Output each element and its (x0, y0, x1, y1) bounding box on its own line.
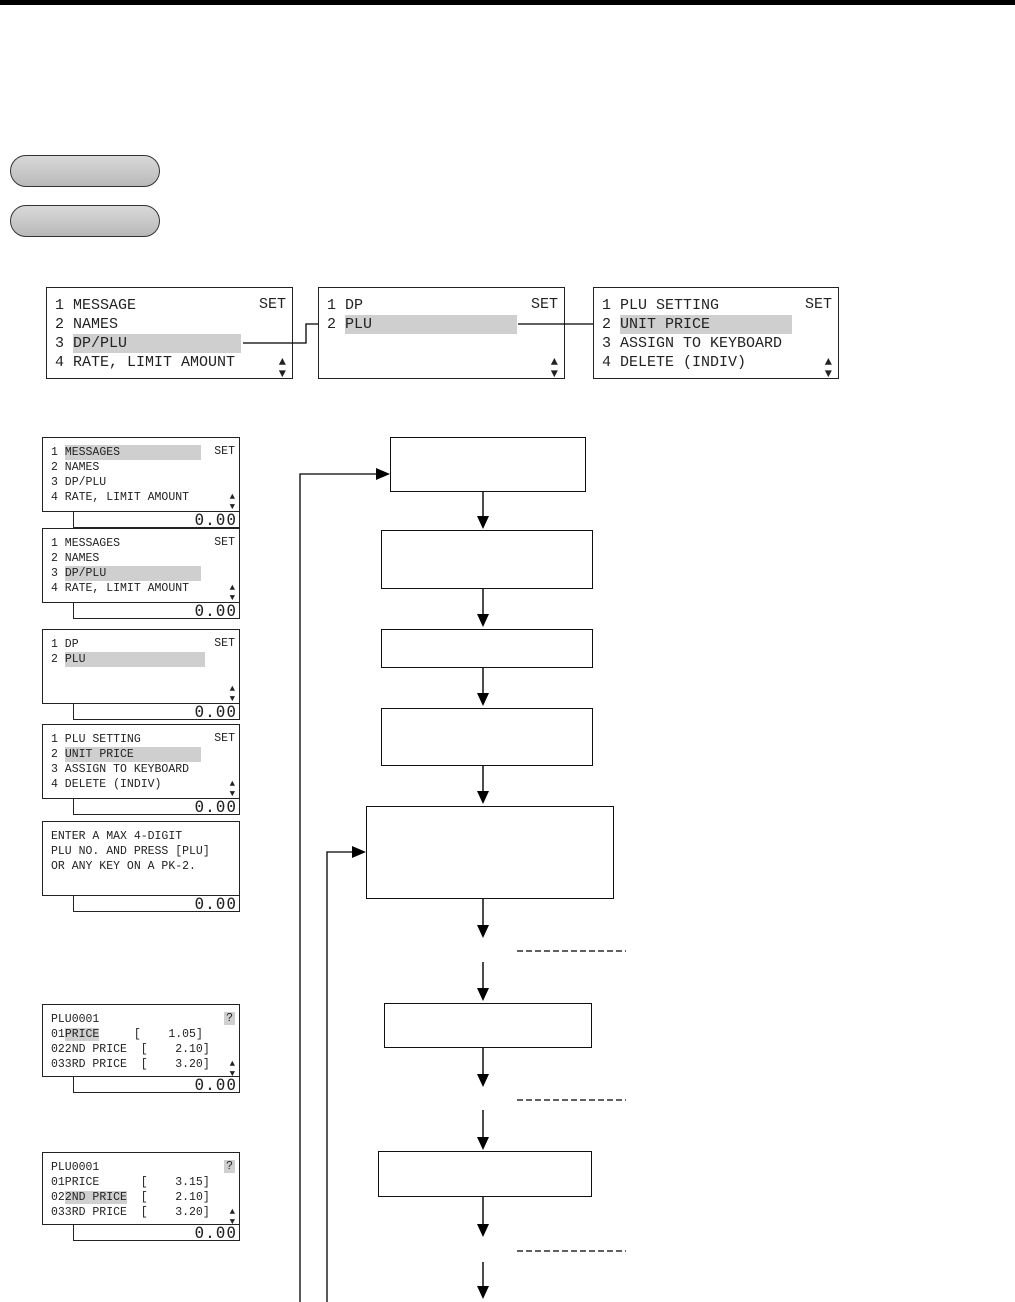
set-label: SET (214, 637, 235, 650)
up-down-arrow-icon: ▲▼ (229, 1207, 235, 1227)
lcd-amount-panel: 0.00 (73, 894, 240, 913)
flow-step-2 (381, 530, 593, 589)
lcd-line: 1 DP (51, 638, 79, 651)
lcd-line: 2 PLU (51, 652, 205, 667)
question-mark: ? (224, 1012, 235, 1025)
lcd-line: 033RD PRICE [ 3.20] (51, 1206, 210, 1219)
lcd-line: PLU NO. AND PRESS [PLU] (51, 845, 210, 858)
lcd-line: 2 NAMES (51, 552, 100, 565)
up-down-arrow-icon: ▲▼ (229, 779, 235, 799)
lcd-line: 1 PLU SETTING (51, 733, 141, 746)
lcd-screen-1: 1 MESSAGES 2 NAMES 3 DP/PLU 4 RATE, LIMI… (42, 437, 240, 512)
lcd-amount-panel: 0.00 (73, 510, 240, 529)
selected-item: PLU (345, 315, 518, 334)
up-down-arrow-icon: ▲▼ (229, 684, 235, 704)
lcd-line: 3 DP/PLU (51, 566, 201, 581)
lcd-line: OR ANY KEY ON A PK-2. (51, 860, 196, 873)
up-down-arrow-icon: ▲▼ (229, 583, 235, 603)
selected-item: MESSAGES (64, 445, 201, 460)
menu-line: 4 RATE, LIMIT AMOUNT (55, 354, 236, 371)
plu-menu-box: 1 PLU SETTING 2 UNIT PRICE 3 ASSIGN TO K… (593, 287, 839, 381)
prompt-mark: ? (224, 1160, 235, 1173)
selected-item: PRICE (64, 1028, 100, 1041)
selected-item: UNIT PRICE (64, 747, 201, 762)
menu-line: 1 MESSAGE (55, 297, 137, 314)
set-label: SET (214, 445, 235, 458)
lcd-line: 033RD PRICE [ 3.20] (51, 1058, 210, 1071)
lcd-amount-panel: 0.00 (73, 702, 240, 721)
up-down-arrow-icon: ▲▼ (824, 355, 832, 381)
lcd-line: PLU0001 (51, 1013, 100, 1026)
set-label: SET (804, 296, 832, 313)
flow-step-4 (381, 708, 593, 766)
lcd-line: 2 NAMES (51, 461, 100, 474)
up-down-arrow-icon: ▲▼ (278, 355, 286, 381)
lcd-screen-7: PLU0001 ? 01PRICE [ 3.15] 022ND PRICE [ … (42, 1152, 240, 1227)
lcd-line: 01PRICE [ 1.05] (51, 1028, 203, 1041)
procedure-key-pill (10, 205, 160, 237)
menu-line: 2 UNIT PRICE (602, 315, 793, 334)
up-down-arrow-icon: ▲▼ (550, 355, 558, 381)
lcd-line: 3 DP/PLU (51, 476, 107, 489)
selected-item: DP/PLU (64, 566, 201, 581)
set-label: SET (258, 296, 286, 313)
amount-display: 0.00 (194, 894, 237, 913)
amount-display: 0.00 (194, 702, 237, 721)
set-label: SET (530, 296, 558, 313)
flow-step-6 (384, 1003, 592, 1048)
lcd-line: ENTER A MAX 4-DIGIT (51, 830, 183, 843)
lcd-line: 3 ASSIGN TO KEYBOARD (51, 763, 190, 776)
flow-step-7 (378, 1151, 592, 1197)
lcd-line: 4 RATE, LIMIT AMOUNT (51, 491, 190, 504)
menu-line: 2 NAMES (55, 316, 119, 333)
flow-step-1 (390, 437, 586, 492)
selected-item: DP/PLU (73, 334, 242, 353)
lcd-screen-6: PLU0001 ? 01PRICE [ 1.05] 022ND PRICE [ … (42, 1004, 240, 1079)
up-down-arrow-icon: ▲▼ (229, 492, 235, 512)
question-mark: ? (224, 1160, 235, 1173)
amount-display: 0.00 (194, 797, 237, 816)
lcd-line: 2 UNIT PRICE (51, 747, 201, 762)
menu-line: 3 ASSIGN TO KEYBOARD (602, 335, 783, 352)
prompt-mark: ? (224, 1012, 235, 1025)
lcd-amount-panel: 0.00 (73, 601, 240, 620)
dp-plu-menu-box: 1 DP 2 PLU SET ▲▼ (318, 287, 565, 381)
flow-step-3 (381, 629, 593, 668)
menu-line: 1 DP (327, 297, 364, 314)
lcd-screen-3: 1 DP 2 PLU SET ▲▼ (42, 629, 240, 704)
lcd-line: 1 MESSAGES (51, 445, 201, 460)
amount-display: 0.00 (194, 510, 237, 529)
amount-display: 0.00 (194, 1223, 237, 1242)
selected-item: UNIT PRICE (620, 315, 793, 334)
lcd-screen-5: ENTER A MAX 4-DIGIT PLU NO. AND PRESS [P… (42, 821, 240, 896)
flow-step-5 (366, 806, 614, 899)
amount-display: 0.00 (194, 601, 237, 620)
set-label: SET (214, 732, 235, 745)
lcd-screen-4: 1 PLU SETTING 2 UNIT PRICE 3 ASSIGN TO K… (42, 724, 240, 799)
menu-line: 1 PLU SETTING (602, 297, 720, 314)
lcd-screen-2: 1 MESSAGES 2 NAMES 3 DP/PLU 4 RATE, LIMI… (42, 528, 240, 603)
menu-line: 3 DP/PLU (55, 334, 242, 353)
lcd-line: 01PRICE [ 3.15] (51, 1176, 210, 1189)
lcd-line: 1 MESSAGES (51, 537, 121, 550)
selected-item: 2ND PRICE (64, 1191, 127, 1204)
lcd-line: 4 DELETE (INDIV) (51, 778, 162, 791)
lcd-amount-panel: 0.00 (73, 1075, 240, 1094)
lcd-amount-panel: 0.00 (73, 797, 240, 816)
menu-line: 2 PLU (327, 315, 518, 334)
up-down-arrow-icon: ▲▼ (229, 1059, 235, 1079)
lcd-line: PLU0001 (51, 1161, 100, 1174)
lcd-line: 022ND PRICE [ 2.10] (51, 1043, 210, 1056)
set-label: SET (214, 536, 235, 549)
selected-item: PLU (64, 652, 205, 667)
amount-display: 0.00 (194, 1075, 237, 1094)
program-menu-box: 1 MESSAGE 2 NAMES 3 DP/PLU 4 RATE, LIMIT… (46, 287, 293, 381)
lcd-line: 4 RATE, LIMIT AMOUNT (51, 582, 190, 595)
mode-key-pill (10, 155, 160, 187)
header-rule (0, 0, 1015, 5)
lcd-amount-panel: 0.00 (73, 1223, 240, 1242)
lcd-line: 022ND PRICE [ 2.10] (51, 1191, 210, 1204)
menu-line: 4 DELETE (INDIV) (602, 354, 747, 371)
